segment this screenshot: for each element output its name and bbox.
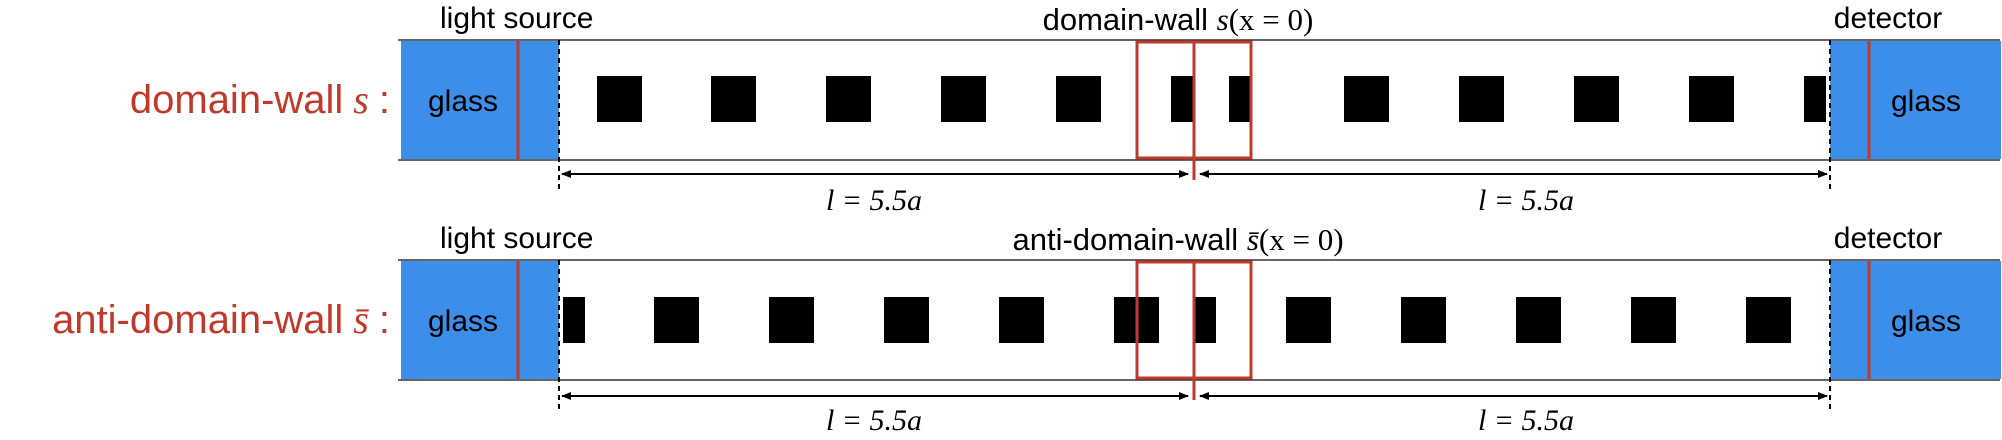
detector-label: detector bbox=[1834, 222, 1942, 255]
crystal-square bbox=[1804, 76, 1826, 122]
crystal-square bbox=[1746, 297, 1791, 343]
length-value: = 5.5a bbox=[1494, 404, 1574, 437]
glass-block-right bbox=[1830, 41, 2001, 159]
row-label-colon: : bbox=[379, 78, 390, 122]
center-wall-text: anti-domain-wall bbox=[1012, 222, 1238, 257]
glass-label-right: glass bbox=[1891, 305, 1961, 338]
crystal-square bbox=[1459, 76, 1504, 122]
row-label-text: anti-domain-wall bbox=[52, 298, 343, 342]
length-value: = 5.5a bbox=[842, 184, 922, 217]
row-label-text: domain-wall bbox=[130, 78, 343, 122]
crystal-square bbox=[1286, 297, 1331, 343]
row-label-colon: : bbox=[379, 298, 390, 342]
row-label-anti-domain-wall: anti-domain-wall s̄ : bbox=[52, 297, 390, 342]
center-wall-arg: (x = 0) bbox=[1229, 2, 1314, 37]
crystal-square bbox=[826, 76, 871, 122]
center-wall-symbol: s̄ bbox=[1247, 222, 1259, 257]
row-anti-domain-wall: light source detector anti-domain-wall s… bbox=[52, 222, 2001, 437]
glass-block-right bbox=[1830, 261, 2001, 379]
length-var: l bbox=[826, 184, 834, 217]
crystal-square bbox=[654, 297, 699, 343]
crystal-square bbox=[1401, 297, 1446, 343]
row-domain-wall: light source detector domain-wall s(x = … bbox=[130, 2, 2001, 217]
crystal-square bbox=[1194, 297, 1216, 343]
crystal-square bbox=[1229, 76, 1251, 122]
light-source-label: light source bbox=[440, 222, 593, 255]
glass-block-left bbox=[401, 261, 559, 379]
crystal-square bbox=[563, 297, 585, 343]
crystal-square bbox=[1516, 297, 1561, 343]
crystal-square bbox=[1574, 76, 1619, 122]
row-label-symbol: s̄ bbox=[353, 297, 369, 342]
center-wall-label: domain-wall s(x = 0) bbox=[1043, 2, 1314, 37]
length-label-right: l = 5.5a bbox=[1478, 184, 1574, 217]
glass-label-left: glass bbox=[428, 305, 498, 338]
length-value: = 5.5a bbox=[842, 404, 922, 437]
row-label-symbol: s bbox=[353, 77, 369, 122]
center-wall-symbol: s bbox=[1217, 2, 1229, 37]
crystal-squares bbox=[563, 297, 1791, 343]
crystal-square bbox=[884, 297, 929, 343]
crystal-square bbox=[1171, 76, 1193, 122]
length-var: l bbox=[826, 404, 834, 437]
light-source-label: light source bbox=[440, 2, 593, 35]
center-wall-arg: (x = 0) bbox=[1259, 222, 1344, 257]
length-var: l bbox=[1478, 404, 1486, 437]
crystal-square bbox=[1631, 297, 1676, 343]
crystal-square bbox=[711, 76, 756, 122]
detector-label: detector bbox=[1834, 2, 1942, 35]
crystal-square bbox=[1344, 76, 1389, 122]
length-value: = 5.5a bbox=[1494, 184, 1574, 217]
crystal-square bbox=[941, 76, 986, 122]
length-label-left: l = 5.5a bbox=[826, 184, 922, 217]
center-wall-text: domain-wall bbox=[1043, 2, 1208, 37]
crystal-square bbox=[1056, 76, 1101, 122]
length-var: l bbox=[1478, 184, 1486, 217]
crystal-square bbox=[1689, 76, 1734, 122]
length-label-left: l = 5.5a bbox=[826, 404, 922, 437]
crystal-squares bbox=[597, 76, 1826, 122]
row-label-domain-wall: domain-wall s : bbox=[130, 77, 390, 122]
glass-block-left bbox=[401, 41, 559, 159]
length-label-right: l = 5.5a bbox=[1478, 404, 1574, 437]
glass-label-left: glass bbox=[428, 85, 498, 118]
crystal-square bbox=[597, 76, 642, 122]
crystal-square bbox=[999, 297, 1044, 343]
crystal-square bbox=[769, 297, 814, 343]
glass-label-right: glass bbox=[1891, 85, 1961, 118]
center-wall-label: anti-domain-wall s̄(x = 0) bbox=[1012, 222, 1343, 257]
